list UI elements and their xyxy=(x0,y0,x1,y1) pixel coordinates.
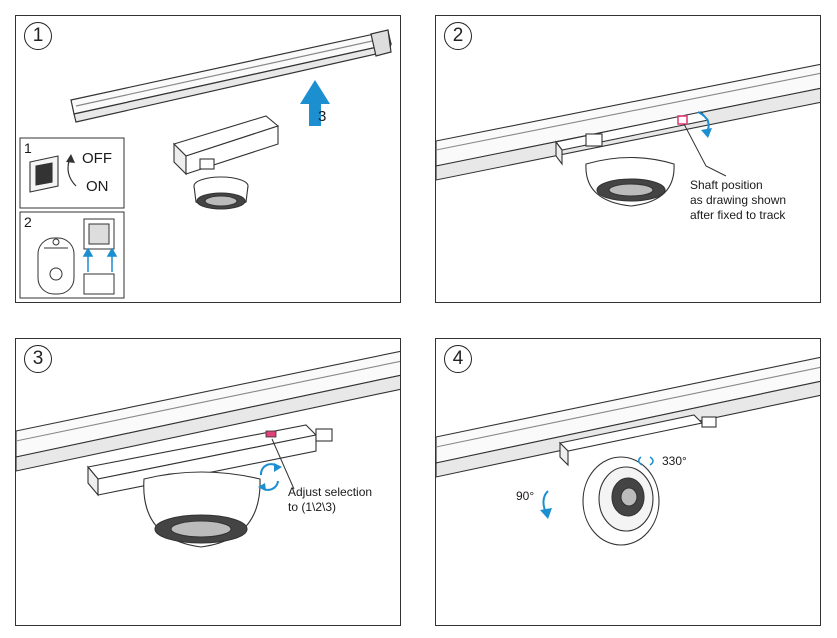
up-arrow-icon xyxy=(300,80,330,126)
note-line-1: Adjust selection xyxy=(288,485,373,499)
inset-2-number: 2 xyxy=(24,214,32,230)
step-4-illustration xyxy=(436,356,820,546)
rotate-label: 330° xyxy=(662,454,687,468)
note-line-2: as drawing shown xyxy=(690,193,787,207)
track-rail xyxy=(70,29,392,123)
shaft-marker xyxy=(677,115,688,125)
step-number-badge: 2 xyxy=(444,22,472,50)
spotlight-head xyxy=(582,456,660,546)
leader-line xyxy=(271,438,295,490)
track-adapter xyxy=(555,111,710,166)
step-2-panel: 2 Shaft position as drawing shown after … xyxy=(435,15,821,303)
off-label: OFF xyxy=(82,150,112,167)
note-line-1: Shaft position xyxy=(690,178,763,192)
step-number-badge: 4 xyxy=(444,345,472,373)
step-1-panel: 1 xyxy=(15,15,401,303)
note-line-2: to (1\2\3) xyxy=(288,500,337,514)
on-label: ON xyxy=(86,178,109,195)
note-line-3: after fixed to track xyxy=(690,208,786,222)
step-number-badge: 1 xyxy=(24,22,52,50)
arrow-label: 3 xyxy=(318,108,327,125)
inset-1-number: 1 xyxy=(24,140,32,156)
track-adapter xyxy=(558,414,717,467)
step-1-illustration xyxy=(19,29,392,299)
shaft-position-detail xyxy=(37,237,75,295)
spotlight-head xyxy=(585,156,675,207)
step-4-panel: 4 90° 330° xyxy=(435,338,821,626)
spotlight-head xyxy=(143,471,261,548)
step-2-illustration xyxy=(436,63,820,207)
step-number-badge: 3 xyxy=(24,345,52,373)
rocker-switch-icon xyxy=(29,155,59,193)
step-3-panel: 3 Adjust selection to (1\2\3) xyxy=(15,338,401,626)
track-adapter xyxy=(172,115,280,176)
selector-marker xyxy=(265,430,277,438)
tilt-label: 90° xyxy=(516,489,535,503)
track-profile-detail xyxy=(83,218,115,295)
track-rail xyxy=(16,350,400,472)
rotate-arrows-icon xyxy=(638,456,654,466)
leader-line xyxy=(683,123,727,177)
spotlight-head xyxy=(193,176,249,210)
insert-arrow-icon xyxy=(82,247,118,272)
step-3-illustration xyxy=(16,350,400,548)
